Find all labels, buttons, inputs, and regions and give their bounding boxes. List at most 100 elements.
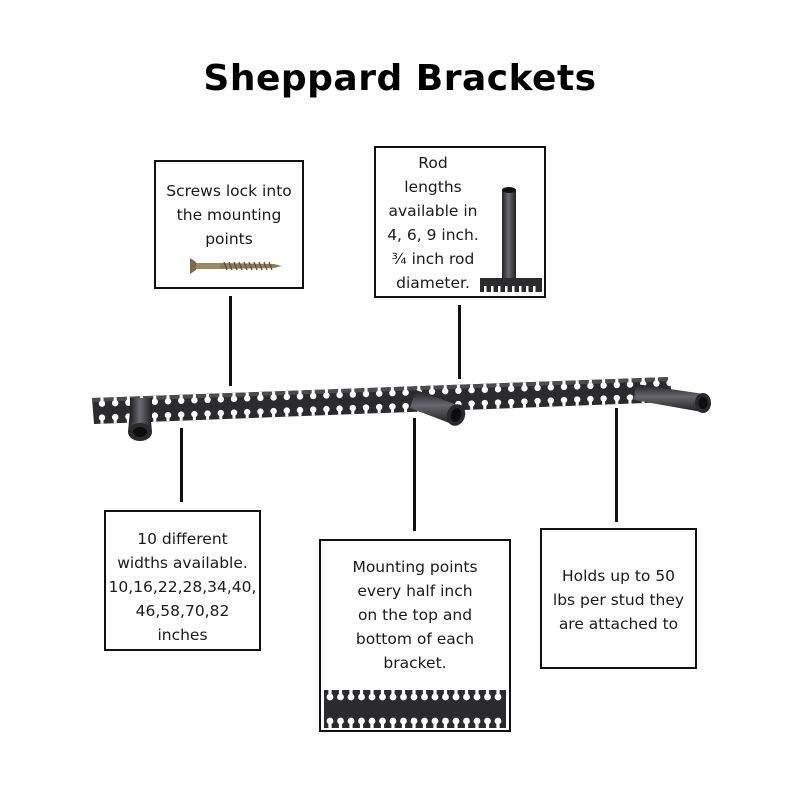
bracket-rail [92,377,673,424]
holds-callout-text: Holds up to 50 lbs per stud they are att… [542,564,695,636]
screws-connector-line [229,296,232,386]
mounting-slot [126,417,130,423]
mounting-hole [389,389,396,397]
screw-thread [238,261,243,271]
mounting-hole [336,391,343,399]
strip-hole [473,693,481,701]
strip-hole [347,693,355,701]
mounting-line-1: Mounting points [352,558,478,576]
mounting-hole [389,403,396,410]
mounting-hole [508,398,515,406]
mounting-hole [257,394,264,402]
mounting-slot [654,377,658,383]
mounting-slot [668,377,672,383]
strip-slot [370,723,374,728]
mounting-hole [164,398,172,405]
strip-hole [473,717,481,725]
screws-callout-text: Screws lock into the mounting points [166,182,292,248]
mounting-hole [508,385,515,392]
mounting-slot [602,399,606,405]
mounting-slot [298,390,302,396]
mounting-slot [232,413,236,419]
strip-slot [422,723,427,728]
mounting-hole [244,395,251,402]
strip-hole [410,693,418,701]
mounting-hole [481,386,488,393]
mounting-callout-text: Mounting points every half inch on the t… [321,555,509,675]
screw-thread [223,261,228,271]
mounting-hole [310,406,317,413]
mounting-strip-icon [324,690,506,728]
mounting-hole [112,413,119,421]
mounting-slot [100,397,104,403]
strip-hole [463,693,470,701]
thumb-notch [491,286,494,292]
strip-hole [442,693,449,701]
strip-slot [380,723,385,728]
strip-slot [454,690,458,695]
strip-slot [359,690,364,695]
mounting-slot [219,414,223,420]
mounting-slot [470,404,474,410]
strip-slot [328,690,332,695]
screw-thread [253,261,258,271]
screw-thread [248,261,253,271]
mounting-slot [377,387,381,393]
strip-slot [454,723,458,728]
mounting-hole [283,407,290,414]
mounting-line-2: every half inch [357,582,473,600]
mounting-hole [164,411,172,419]
mounting-hole [376,403,383,411]
mounting-hole [521,385,528,392]
mounting-slot [192,415,196,421]
mounting-hole [270,407,277,415]
mounting-slot [153,416,157,422]
strip-slot [433,690,437,695]
mounting-slot [351,388,355,394]
mounting-hole [336,405,343,412]
mounting-slot [615,378,619,384]
mounting-slot [377,408,381,414]
mounting-hole [521,398,528,405]
mounting-slot [549,401,553,407]
strip-slot [496,690,500,695]
mounting-slot [258,391,262,397]
mounting-hole [178,397,185,404]
strip-slot [443,690,448,695]
mounting-hole [323,405,330,413]
rods-connector-line [458,305,461,379]
mounting-line-4: bottom of each [355,630,475,648]
mounting-slot [258,412,262,418]
mounting-slot [351,409,355,415]
mounting-hole [230,395,238,403]
thumb-notch [512,286,515,292]
strip-slot [380,690,385,695]
strip-hole [358,717,365,725]
mounting-hole [230,409,238,416]
holds-connector-line [615,408,618,522]
mounting-slot [179,415,183,421]
mounting-slot [245,392,249,398]
strip-slot [359,723,364,728]
strip-hole [337,693,344,701]
mounting-hole [323,392,330,399]
mounting-hole [257,408,264,415]
holds-line-1: Holds up to 50 [561,567,676,585]
strip-slot [328,723,332,728]
mounting-slot [153,395,157,401]
mounting-hole [574,383,581,390]
rod-thumbnail-icon [480,187,542,292]
holds-callout: Holds up to 50 lbs per stud they are att… [540,528,697,669]
mounting-slot [219,393,223,399]
strip-slot [338,690,343,695]
mounting-hole [362,404,370,411]
strip-hole [337,717,344,725]
widths-callout: 10 different widths available. 10,16,22,… [104,510,261,651]
mounting-slot [404,407,408,413]
mounting-hole [494,386,502,393]
mounting-hole [98,400,106,407]
mounting-slot [232,392,236,398]
mounting-hole [560,383,568,391]
mounting-hole [574,396,581,403]
mounting-slot [390,387,394,393]
